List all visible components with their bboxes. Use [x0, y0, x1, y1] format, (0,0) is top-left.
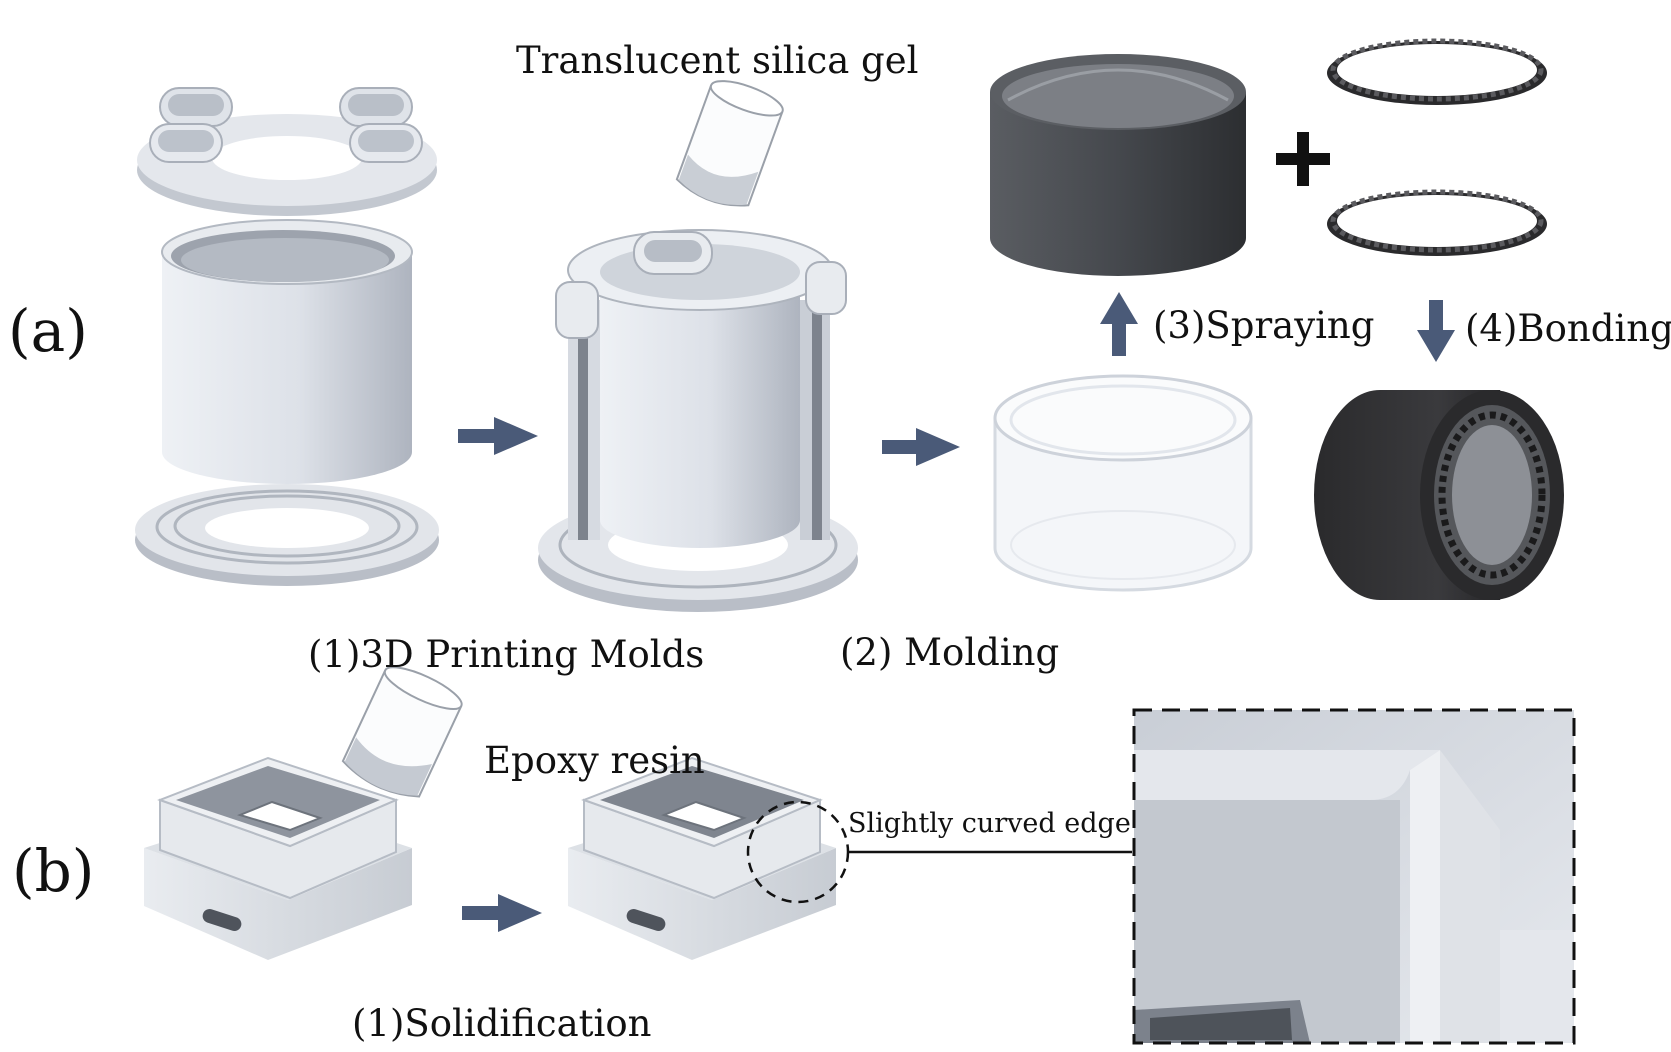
- gear-ring-bottom: [1327, 189, 1547, 256]
- zoom-detail: [1134, 710, 1574, 1043]
- arrow-down-bonding: [1417, 300, 1455, 362]
- epoxy-mold-box-2: [568, 756, 836, 960]
- epoxy-mold-box-1: [144, 756, 412, 960]
- curved-edge-label: Slightly curved edge: [848, 808, 1131, 839]
- pour-cup-silica: [675, 80, 784, 207]
- panel-b-label: (b): [12, 837, 95, 905]
- bonded-ring: [1314, 390, 1564, 600]
- arrow-right-a2: [882, 428, 960, 466]
- step-solidification-label: (1)Solidification: [352, 1002, 652, 1045]
- sprayed-sleeve: [990, 54, 1246, 276]
- arrow-right-a1: [458, 417, 538, 455]
- step-3d-printing-label: (1)3D Printing Molds: [308, 633, 705, 676]
- assembled-mold: [538, 229, 858, 612]
- silica-gel-label: Translucent silica gel: [516, 39, 919, 82]
- plus-sign: [1276, 132, 1330, 186]
- mold-outer-cylinder: [161, 219, 413, 484]
- step-spraying-label: (3)Spraying: [1153, 304, 1375, 347]
- step-bonding-label: (4)Bonding: [1465, 307, 1671, 350]
- pour-cup-epoxy: [341, 666, 463, 798]
- mold-parts-exploded: [135, 87, 439, 586]
- gear-ring-top: [1327, 38, 1547, 105]
- arrow-right-b1: [462, 894, 542, 932]
- mold-top-cap: [137, 87, 437, 216]
- step-molding-label: (2) Molding: [840, 631, 1060, 674]
- arrow-up-spraying: [1100, 292, 1138, 356]
- mold-bottom-rings: [135, 484, 439, 586]
- epoxy-resin-label: Epoxy resin: [484, 739, 705, 782]
- panel-a-label: (a): [8, 297, 88, 365]
- translucent-sleeve: [993, 374, 1253, 592]
- zoom-frame: [1132, 708, 1576, 1045]
